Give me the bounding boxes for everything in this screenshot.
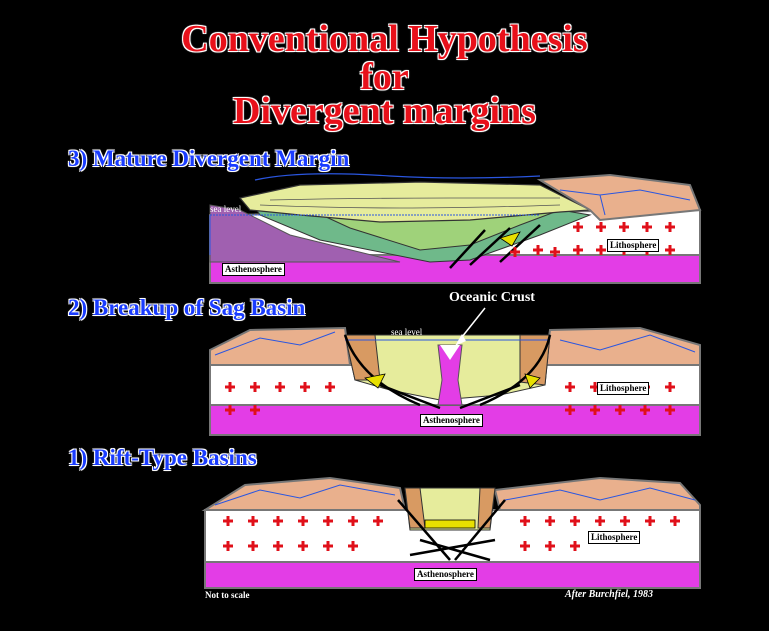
stage-3-heading: 3) Mature Divergent Margin — [68, 146, 350, 171]
source-credit: After Burchfiel, 1983 — [565, 589, 654, 600]
stage-3-asthenosphere-label: Asthenosphere — [222, 263, 285, 276]
stage-2-lithosphere-label: Lithosphere — [597, 382, 650, 395]
stage-2-heading: 2) Breakup of Sag Basin — [68, 295, 306, 320]
stage-3-lithosphere-label: Lithosphere — [607, 239, 660, 252]
stage-2-sea-level-label: sea level — [391, 327, 423, 337]
title-line-3: Divergent margins — [233, 90, 536, 132]
stage-2-asthenosphere-label: Asthenosphere — [420, 414, 483, 427]
stage-3-sea-level-label: sea level — [210, 204, 242, 214]
oceanic-crust-label: Oceanic Crust — [449, 290, 535, 305]
stage-1-asthenosphere-label: Asthenosphere — [414, 568, 477, 581]
title-line-2: for — [360, 56, 409, 98]
title-line-1: Conventional Hypothesis — [181, 18, 588, 60]
stage-2-diagram — [209, 307, 701, 436]
stage-1-heading: 1) Rift-Type Basins — [68, 445, 257, 470]
not-to-scale-note: Not to scale — [205, 590, 250, 600]
stage-1-lithosphere-label: Lithosphere — [588, 531, 641, 544]
stage-3-diagram — [209, 173, 702, 284]
